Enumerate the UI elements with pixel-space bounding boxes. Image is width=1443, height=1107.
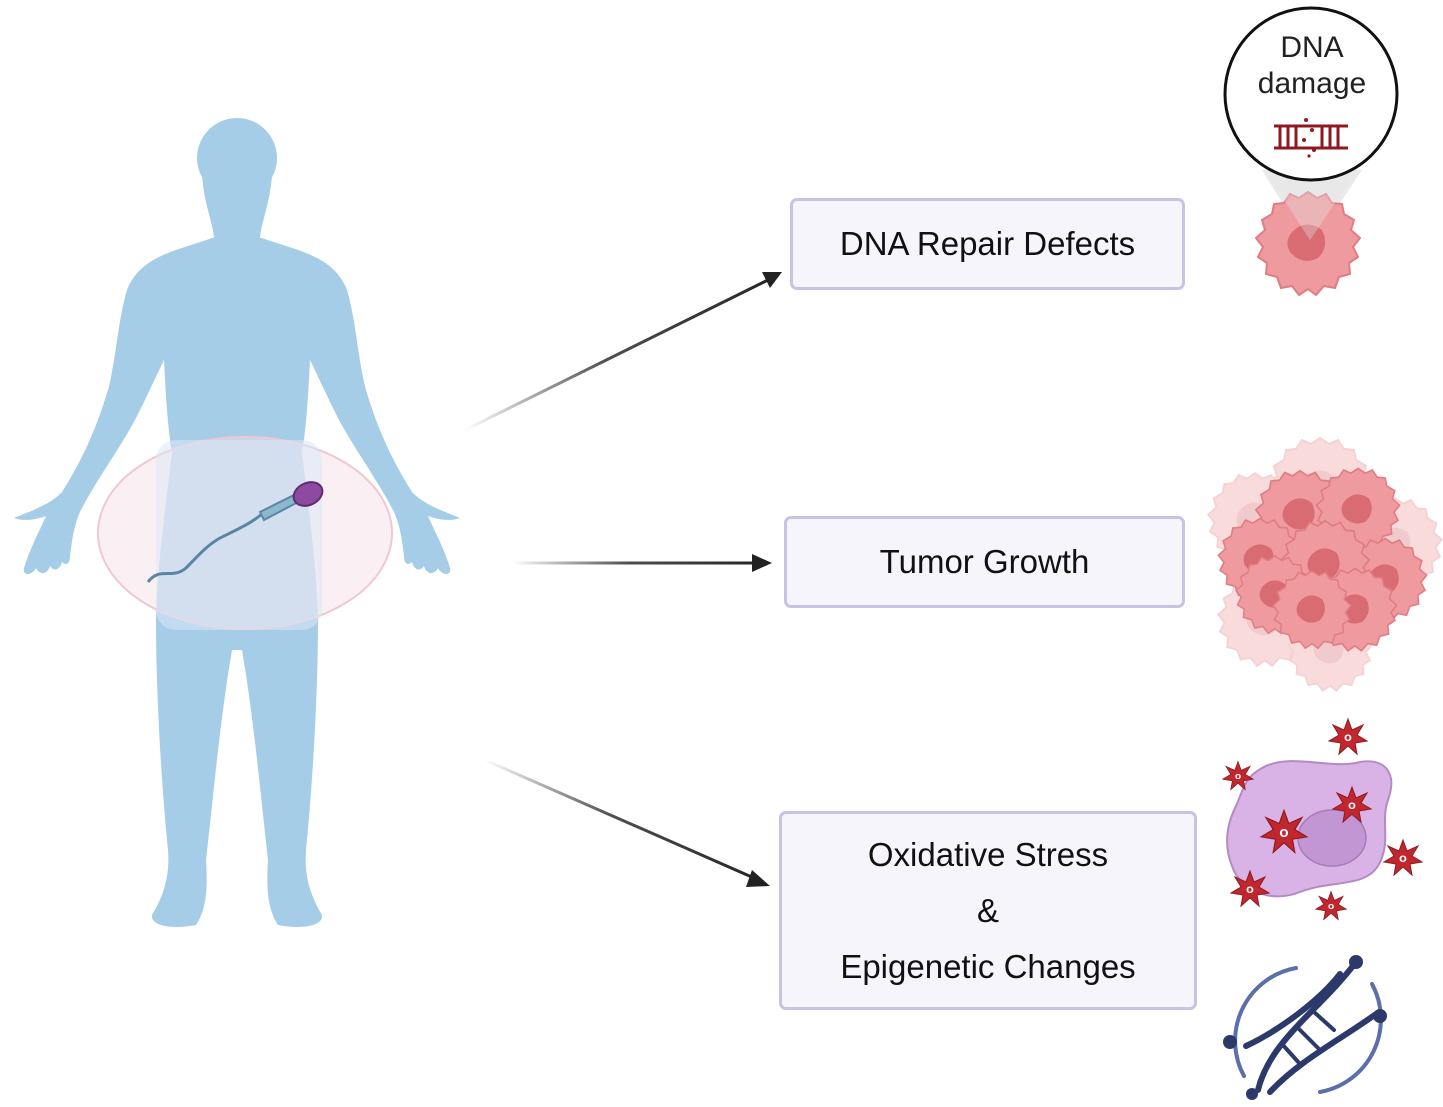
epigenetic-changes-label: Epigenetic Changes (840, 947, 1136, 985)
oxidative-stress-epigenetic-box: Oxidative Stress & Epigenetic Changes (779, 811, 1197, 1010)
tumor-cluster-icon (1207, 437, 1443, 692)
dna-repair-defects-label: DNA Repair Defects (839, 225, 1136, 262)
pelvic-region-box (156, 440, 322, 630)
dna-damage-label: DNA damage (1226, 30, 1398, 102)
tumor-growth-label: Tumor Growth (879, 543, 1090, 580)
sperm-icon (146, 481, 324, 583)
arrow-to-oxidative-stress (484, 758, 770, 887)
dna-helix-icon (1223, 955, 1387, 1100)
tumor-growth-box: Tumor Growth (784, 516, 1185, 608)
ampersand-label: & (976, 891, 999, 929)
arrow-to-tumor-growth (512, 554, 772, 572)
dna-damage-icon (1223, 6, 1399, 296)
dna-repair-defects-box: DNA Repair Defects (790, 198, 1185, 290)
arrow-to-dna-repair (464, 272, 782, 432)
dna-damage-label-line2: damage (1257, 67, 1367, 100)
dna-damage-label-line1: DNA (1280, 31, 1344, 64)
oxidative-stress-label: Oxidative Stress (867, 835, 1109, 873)
